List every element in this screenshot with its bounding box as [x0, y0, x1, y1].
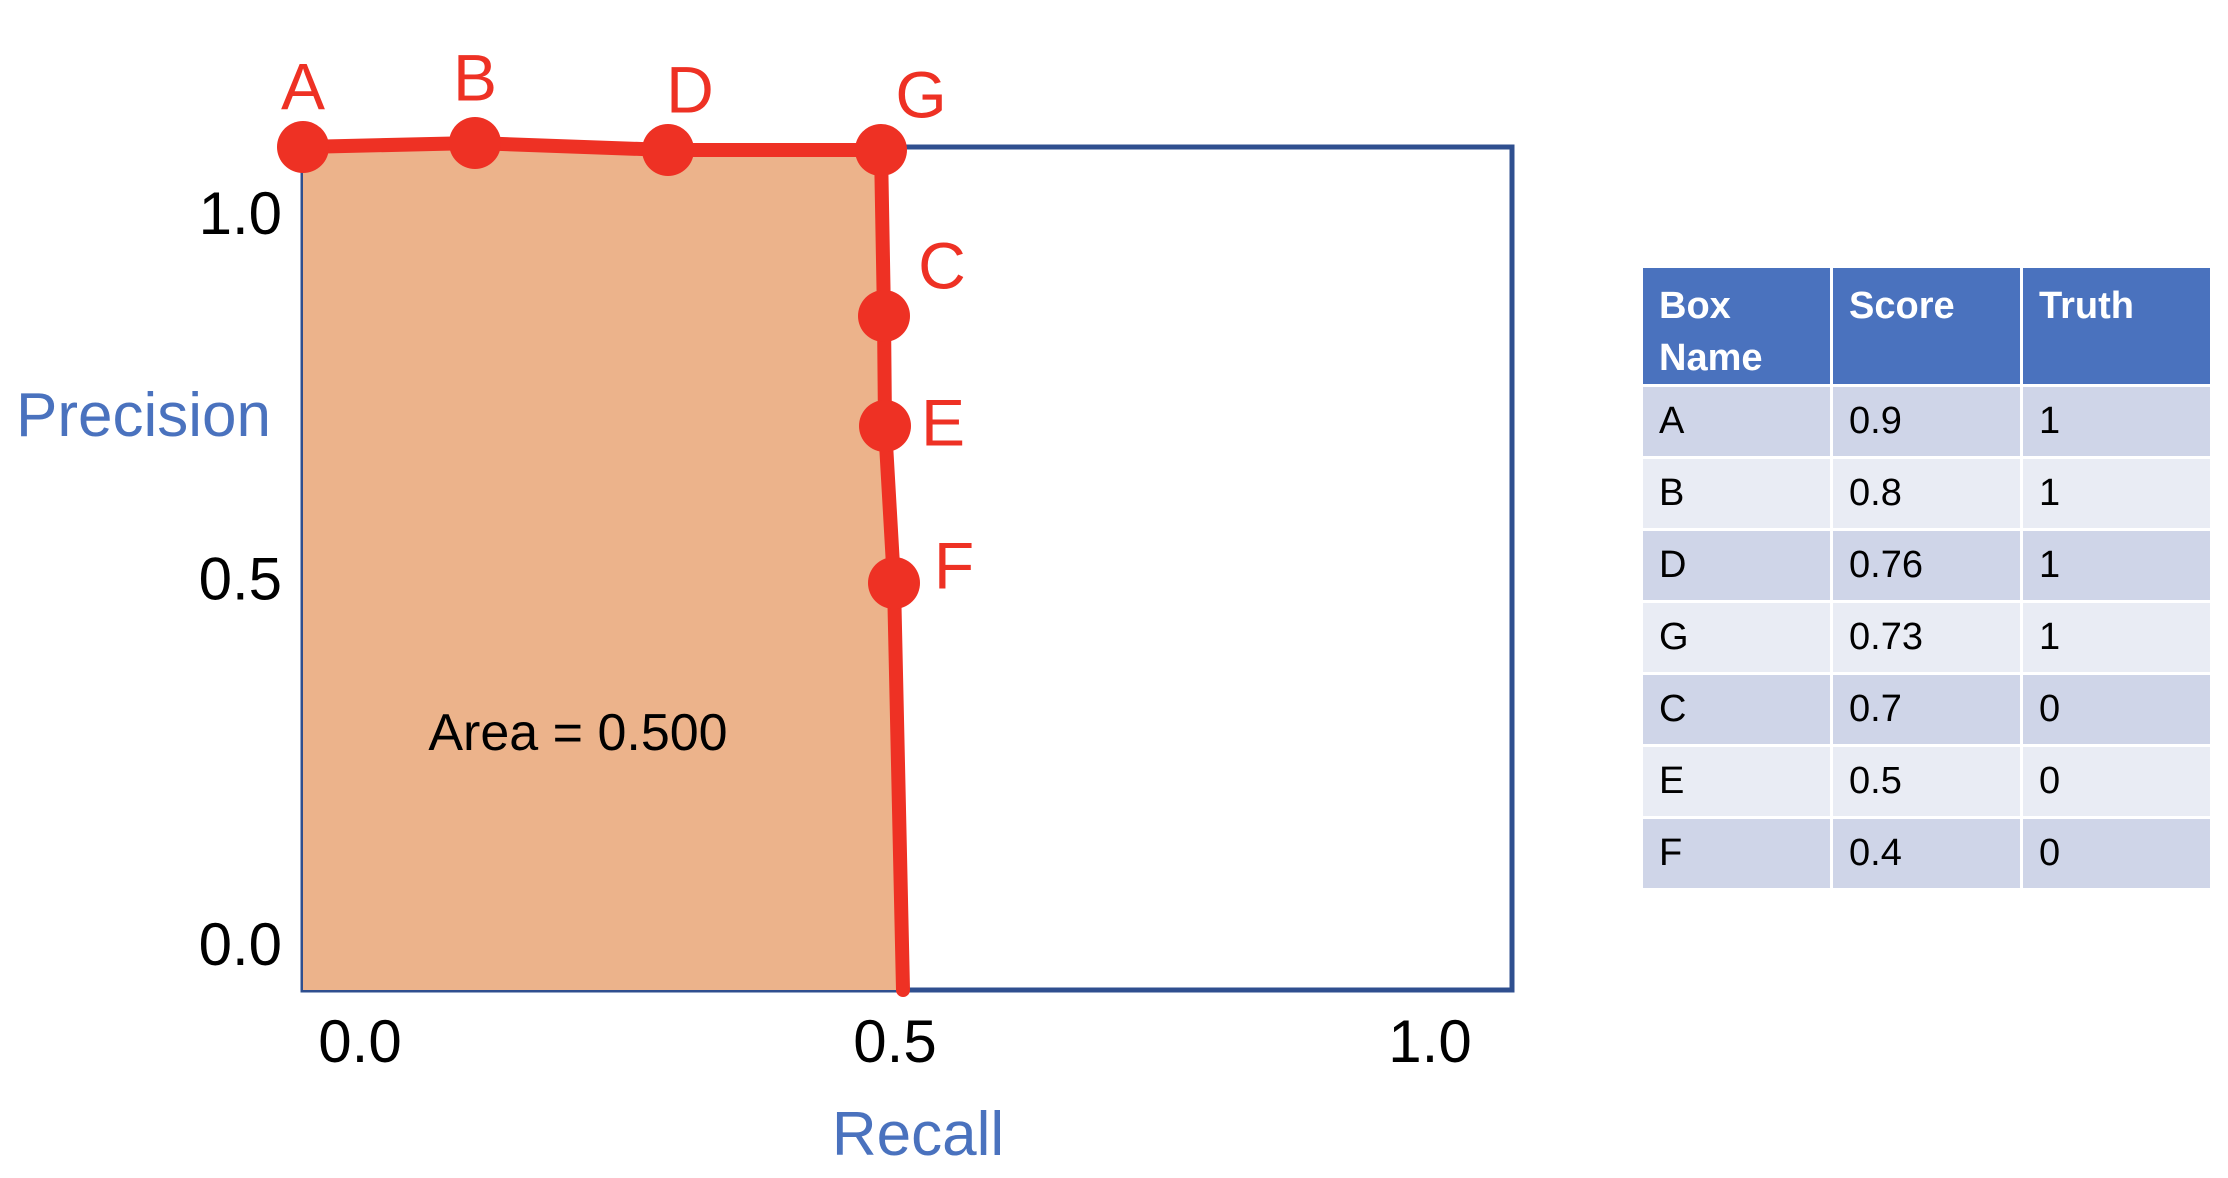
- table-row: G 0.73 1: [1640, 600, 2213, 675]
- point-label-c: C: [918, 228, 966, 302]
- curve-point-g: [855, 124, 907, 176]
- pr-curve-chart: A B D G C EF 0.0 0.5 1.0 0.0 0.5 1.0 Precision Rec…: [16, 40, 1515, 1169]
- curve-point-f: [868, 557, 920, 609]
- axis-ticks: 0.0 0.5 1.0 0.0 0.5 1.0: [199, 180, 1472, 1075]
- table-row: E 0.5 0: [1640, 744, 2213, 819]
- cell-score: 0.4: [1830, 816, 2023, 891]
- point-label-f: F: [934, 528, 974, 602]
- cell-box-name: G: [1640, 600, 1833, 675]
- cell-box-name: B: [1640, 456, 1833, 531]
- curve-point-b: [449, 117, 501, 169]
- cell-truth: 1: [2020, 456, 2213, 531]
- table-row: C 0.7 0: [1640, 672, 2213, 747]
- y-tick-label: 0.0: [199, 911, 282, 978]
- table-row: D 0.76 1: [1640, 528, 2213, 603]
- table-row: B 0.8 1: [1640, 456, 2213, 531]
- cell-truth: 1: [2020, 528, 2213, 603]
- header-box-name: Box Name: [1640, 265, 1833, 387]
- pr-curve-line: [296, 136, 910, 997]
- curve-point-a: [277, 121, 329, 173]
- header-truth: Truth: [2020, 265, 2213, 387]
- table-header-row: Box Name Score Truth: [1640, 265, 2213, 387]
- x-tick-label: 0.5: [853, 1008, 936, 1075]
- cell-truth: 1: [2020, 600, 2213, 675]
- cell-truth: 0: [2020, 816, 2213, 891]
- cell-box-name: F: [1640, 816, 1833, 891]
- point-label-e: E: [921, 385, 965, 459]
- y-tick-label: 0.5: [199, 546, 282, 613]
- x-tick-label: 0.0: [318, 1008, 401, 1075]
- area-under-curve: [303, 143, 903, 990]
- point-label-b: B: [453, 40, 497, 114]
- point-label-d: D: [666, 52, 714, 126]
- cell-truth: 0: [2020, 744, 2213, 819]
- x-axis-title: Recall: [832, 1100, 1004, 1169]
- cell-box-name: C: [1640, 672, 1833, 747]
- cell-truth: 1: [2020, 384, 2213, 459]
- cell-box-name: A: [1640, 384, 1833, 459]
- table-row: F 0.4 0: [1640, 816, 2213, 891]
- cell-box-name: E: [1640, 744, 1833, 819]
- x-tick-label: 1.0: [1388, 1008, 1471, 1075]
- table-row: A 0.9 1: [1640, 384, 2213, 459]
- header-truth-text: Truth: [2039, 285, 2134, 327]
- area-annotation: Area = 0.500: [428, 704, 727, 762]
- cell-score: 0.9: [1830, 384, 2023, 459]
- point-label-g: G: [895, 57, 946, 131]
- cell-score: 0.73: [1830, 600, 2023, 675]
- y-tick-label: 1.0: [199, 180, 282, 247]
- score-table: Box Name Score Truth A 0.9 1 B 0.8 1 D 0…: [1640, 265, 2213, 891]
- cell-score: 0.5: [1830, 744, 2023, 819]
- cell-score: 0.7: [1830, 672, 2023, 747]
- cell-score: 0.8: [1830, 456, 2023, 531]
- y-axis-title: Precision: [16, 381, 271, 450]
- cell-score: 0.76: [1830, 528, 2023, 603]
- header-box-name-text: Box Name: [1659, 285, 1763, 379]
- cell-truth: 0: [2020, 672, 2213, 747]
- curve-point-c: [858, 290, 910, 342]
- cell-box-name: D: [1640, 528, 1833, 603]
- point-label-a: A: [281, 49, 325, 123]
- header-score-text: Score: [1849, 285, 1955, 327]
- header-score: Score: [1830, 265, 2023, 387]
- curve-point-e: [859, 400, 911, 452]
- curve-points: A B D G C EF: [277, 40, 974, 609]
- curve-point-d: [642, 124, 694, 176]
